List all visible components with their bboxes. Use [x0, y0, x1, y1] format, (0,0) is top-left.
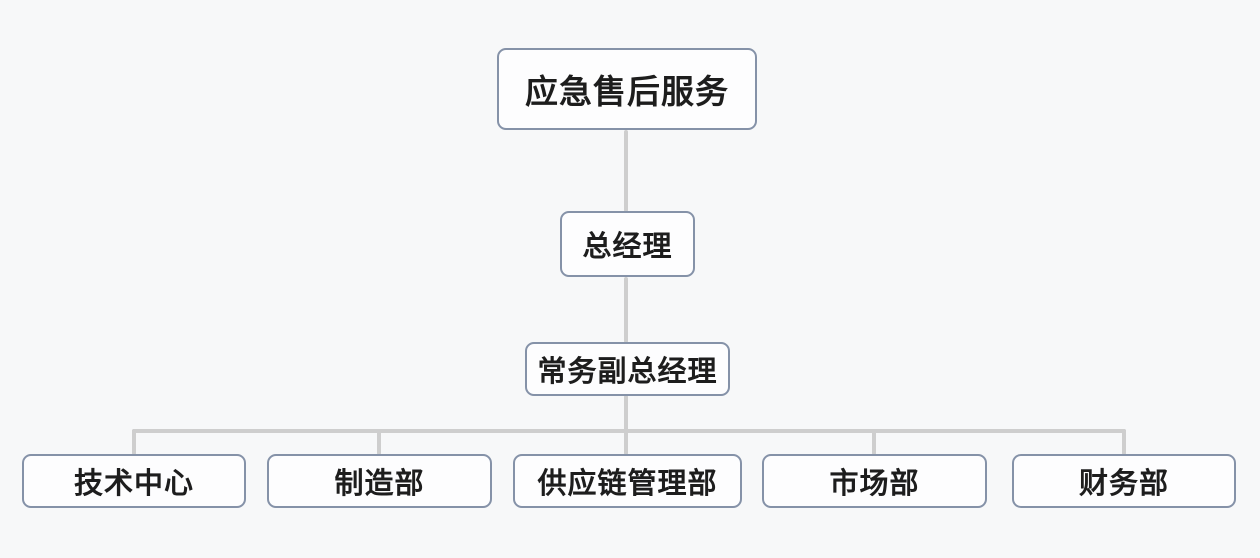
org-node-general-manager: 总经理: [560, 211, 695, 277]
org-node-tech-center-label: 技术中心: [73, 468, 194, 500]
org-node-root: 应急售后服务: [497, 48, 757, 130]
connector-horizontal-bus: [132, 429, 1126, 433]
org-node-general-manager-label: 总经理: [582, 231, 673, 263]
org-node-root-label: 应急售后服务: [525, 73, 729, 110]
org-node-manufacturing-dept: 制造部: [267, 454, 492, 508]
org-node-marketing-dept-label: 市场部: [829, 468, 920, 500]
connector-root-to-general-manager: [624, 130, 628, 212]
org-node-deputy-general-manager: 常务副总经理: [525, 342, 730, 396]
connector-drop-manufacturing: [377, 429, 381, 455]
connector-deputy-to-bus: [624, 395, 628, 455]
org-node-deputy-general-manager-label: 常务副总经理: [537, 356, 718, 388]
connector-general-manager-to-deputy: [624, 277, 628, 343]
org-node-tech-center: 技术中心: [22, 454, 246, 508]
connector-drop-finance: [1122, 429, 1126, 455]
org-node-marketing-dept: 市场部: [762, 454, 987, 508]
connector-drop-marketing: [872, 429, 876, 455]
org-node-supply-chain-dept: 供应链管理部: [513, 454, 742, 508]
org-node-finance-dept-label: 财务部: [1078, 468, 1169, 500]
org-node-finance-dept: 财务部: [1012, 454, 1236, 508]
org-node-manufacturing-dept-label: 制造部: [334, 468, 425, 500]
org-node-supply-chain-dept-label: 供应链管理部: [537, 468, 718, 500]
connector-drop-tech-center: [132, 429, 136, 455]
